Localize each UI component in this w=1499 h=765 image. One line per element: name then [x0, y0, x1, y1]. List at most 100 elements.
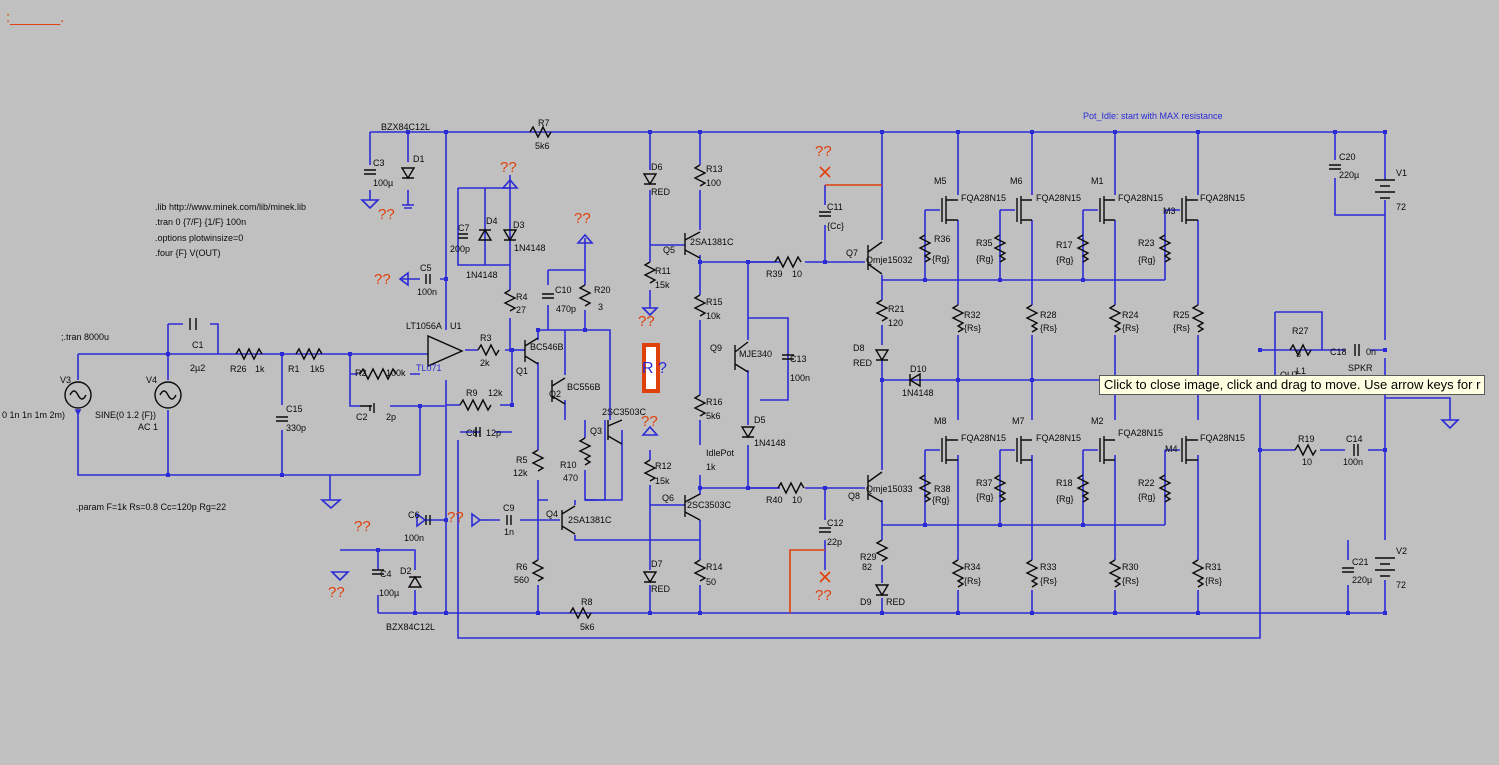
component-value: 560: [514, 575, 529, 585]
component-value: MJE340: [739, 349, 772, 359]
component-value: 470p: [556, 304, 576, 314]
unknown-marker: ??: [638, 313, 655, 330]
component-value: {Rg}: [932, 254, 950, 264]
component-ref: M2: [1091, 416, 1104, 426]
component-ref: D8: [853, 343, 865, 353]
component-value: FQA28N15: [961, 433, 1006, 443]
component-value: FQA28N15: [1118, 193, 1163, 203]
component-ref: R17: [1056, 240, 1073, 250]
component-value: 10: [792, 269, 802, 279]
red-wires: [789, 184, 882, 613]
component-ref: C3: [373, 158, 385, 168]
component-value: 100n: [790, 373, 810, 383]
unknown-marker: ??: [374, 271, 391, 288]
component-value: 15k: [655, 280, 670, 290]
component-value: FQA28N15: [1118, 428, 1163, 438]
component-ref: D1: [413, 154, 425, 164]
component-ref: C6: [408, 510, 420, 520]
component-ref: R1: [288, 364, 300, 374]
component-ref: R37: [976, 478, 993, 488]
component-ref: M4: [1165, 444, 1178, 454]
unknown-marker: ??: [354, 518, 371, 535]
component-ref: C15: [286, 404, 303, 414]
component-ref: L1: [1296, 366, 1306, 376]
component-ref: M7: [1012, 416, 1025, 426]
component-ref: R22: [1138, 478, 1155, 488]
component-ref: C1: [192, 340, 204, 350]
unknown-marker: ??: [378, 206, 395, 223]
placed-resistor[interactable]: R ?: [642, 343, 667, 393]
component-value: FQA28N15: [1200, 193, 1245, 203]
component-ref: M5: [934, 176, 947, 186]
component-ref: IdlePot: [706, 448, 735, 458]
component-ref: Q9: [710, 343, 722, 353]
component-value: BC556B: [567, 382, 601, 392]
component-ref: R29: [860, 552, 877, 562]
component-ref: C10: [555, 285, 572, 295]
source-value: AC 1: [138, 422, 158, 432]
component-ref: C5: [420, 263, 432, 273]
component-ref: M8: [934, 416, 947, 426]
component-value: FQA28N15: [1036, 193, 1081, 203]
component-value: 12p: [486, 428, 501, 438]
component-ref: R6: [516, 562, 528, 572]
component-ref: R12: [655, 461, 672, 471]
component-value: 5k6: [706, 411, 721, 421]
component-ref: C11: [827, 202, 843, 212]
component-ref: R18: [1056, 478, 1073, 488]
component-value: 100n: [417, 287, 437, 297]
component-value: 2SC3503C: [602, 407, 647, 417]
component-ref: C4: [380, 569, 392, 579]
component-ref: Q5: [663, 245, 675, 255]
component-value: Qmje15032: [866, 255, 913, 265]
component-symbols: [64, 125, 1460, 620]
opamp-alt: TL071: [416, 363, 442, 373]
component-value: {Rs}: [1122, 576, 1139, 586]
component-value: RED: [651, 187, 671, 197]
component-value: 1N4148: [754, 438, 786, 448]
unknown-marker: ??: [447, 509, 464, 526]
pot-note: Pot_Idle: start with MAX resistance: [1083, 111, 1223, 121]
component-value: 50: [706, 577, 716, 587]
component-value: 220µ: [1352, 575, 1372, 585]
component-ref: C8: [466, 428, 478, 438]
component-value: 2µ2: [190, 363, 205, 373]
component-value: {Rs}: [1040, 576, 1057, 586]
component-value: BC546B: [530, 342, 564, 352]
component-ref: M6: [1010, 176, 1023, 186]
component-ref: Q6: [662, 493, 674, 503]
component-value: 12k: [488, 388, 503, 398]
component-ref: R30: [1122, 562, 1139, 572]
component-ref: R23: [1138, 238, 1155, 248]
component-value: 2k: [480, 358, 490, 368]
component-ref: V2: [1396, 546, 1407, 556]
component-value: {Rg}: [976, 492, 994, 502]
corner-label: :______.: [6, 9, 64, 26]
component-value: RED: [853, 358, 873, 368]
component-value: 220µ: [1339, 170, 1359, 180]
component-value: RED: [651, 584, 671, 594]
component-value: 100n: [404, 533, 424, 543]
unknown-marker: ??: [641, 413, 658, 430]
component-value: Qmje15033: [866, 484, 913, 494]
component-ref: V1: [1396, 168, 1407, 178]
component-value: 15k: [655, 476, 670, 486]
component-value: RED: [886, 597, 906, 607]
component-value: 5k6: [535, 141, 550, 151]
unknown-marker: ??: [815, 587, 832, 604]
opamp-ref: U1: [450, 321, 462, 331]
directive: .tran 0 {7/F} {1/F} 100n: [155, 217, 246, 227]
component-value: 1k5: [310, 364, 325, 374]
source-value: 0 1n 1n 1m 2m): [2, 410, 65, 420]
component-ref: R9: [466, 388, 478, 398]
junction-dots: [166, 130, 1387, 615]
component-value: 3: [598, 302, 603, 312]
component-ref: R15: [706, 297, 723, 307]
component-ref: R5: [516, 455, 528, 465]
component-value: 3: [1296, 349, 1301, 359]
unknown-marker: ??: [328, 584, 345, 601]
component-value: 10: [1302, 457, 1312, 467]
component-value: 1k: [706, 462, 716, 472]
component-ref: Q2: [549, 389, 561, 399]
